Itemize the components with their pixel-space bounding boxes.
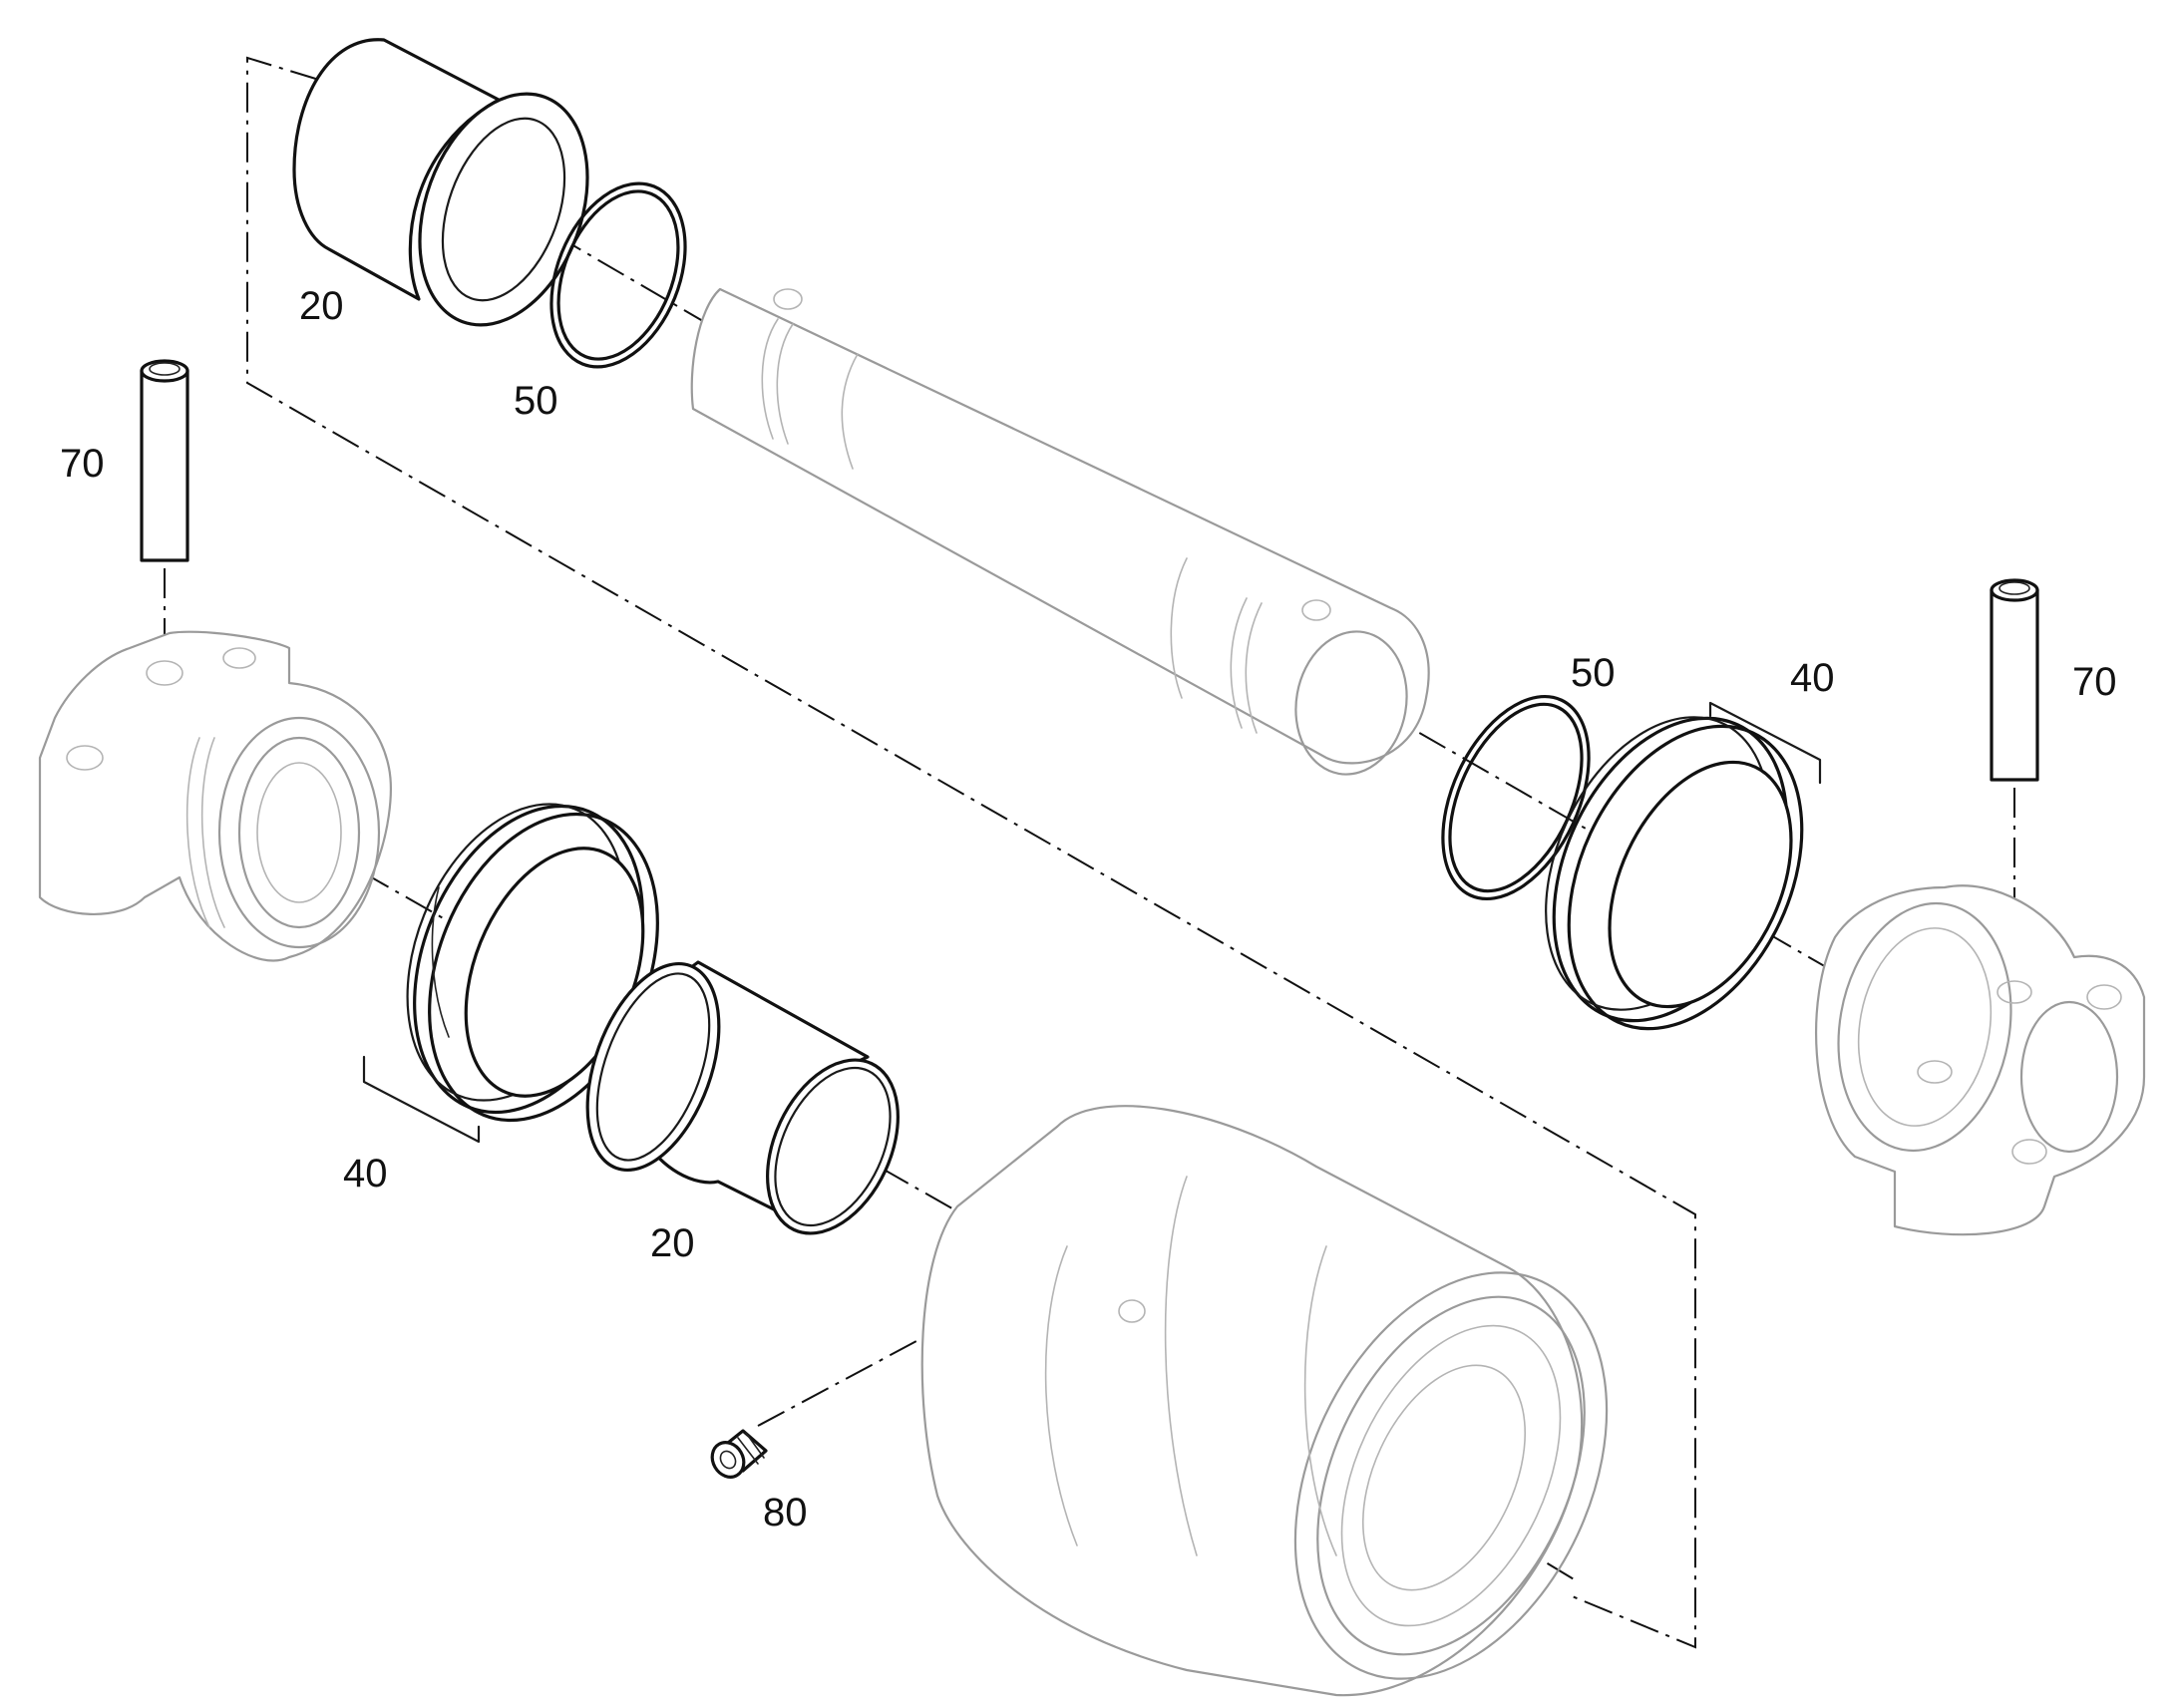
plug: [710, 1429, 768, 1479]
callout-oring-right: 50: [1571, 651, 1616, 695]
pin-right: [1990, 578, 2039, 782]
bracket-right: [1815, 884, 2146, 1236]
seal-right: [1545, 716, 1804, 1031]
bracket-left: [38, 630, 392, 962]
callout-seal-left: 40: [343, 1152, 388, 1196]
callout-bushing-top: 20: [299, 284, 344, 328]
callout-oring-top: 50: [514, 379, 558, 423]
callouts: 20 50 70 50 40 70 40 20 80: [60, 284, 2117, 1535]
seal-left-bracket: [362, 1055, 481, 1144]
callout-pin-right: 70: [2072, 660, 2117, 704]
shaft-axis: [468, 183, 709, 325]
bushing-bottom: [585, 960, 900, 1235]
seal-right-bracket: [1708, 701, 1822, 785]
callout-plug: 80: [763, 1491, 808, 1535]
callout-pin-left: 70: [60, 442, 105, 486]
pin-left: [140, 359, 189, 562]
top-frame-axis: [246, 56, 1696, 1649]
callout-seal-right: 40: [1790, 656, 1835, 700]
roller-body: [920, 1105, 1609, 1697]
callout-bushing-bottom: 20: [650, 1221, 695, 1265]
shaft: [690, 287, 1430, 776]
oring-top: [549, 181, 687, 369]
